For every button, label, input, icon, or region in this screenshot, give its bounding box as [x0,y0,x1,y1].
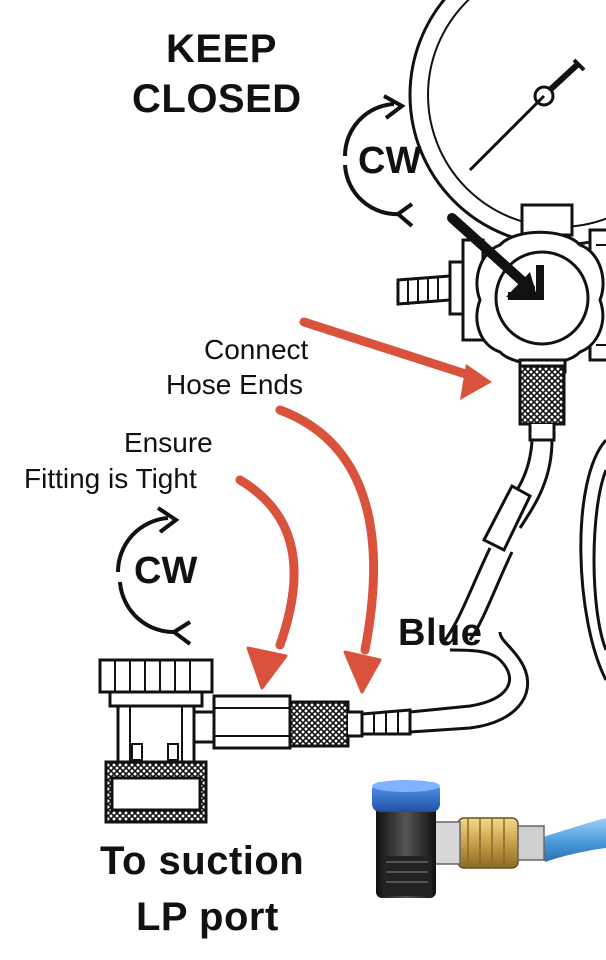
ensure-arrow [235,475,299,690]
coupler-photo [372,780,606,898]
suction-label-line2: LP port [136,895,279,939]
keep-closed-line1: KEEP [166,27,277,71]
cw-label-bottom: CW [134,550,198,592]
coupler-icon [98,658,412,824]
right-hose [579,438,606,681]
ensure-label-line2: Fitting is Tight [24,463,197,494]
blue-hose-label: Blue [398,612,483,654]
ensure-label-line1: Ensure [124,427,213,458]
clockwise-arrows-icon-bottom [115,506,192,646]
hose-icon [409,364,566,734]
connect-label-line2: Hose Ends [166,369,303,400]
suction-label-line1: To suction [100,839,305,883]
clockwise-arrows-icon [342,94,414,228]
connect-arrow [275,317,492,694]
side-port [396,238,485,342]
pressure-gauge-icon [408,0,606,247]
gauge-stem [520,203,574,237]
cw-label-top: CW [358,140,422,182]
keep-closed-line2: CLOSED [132,77,302,121]
turn-direction-arrow [447,213,544,300]
connect-label-line1: Connect [204,334,309,365]
